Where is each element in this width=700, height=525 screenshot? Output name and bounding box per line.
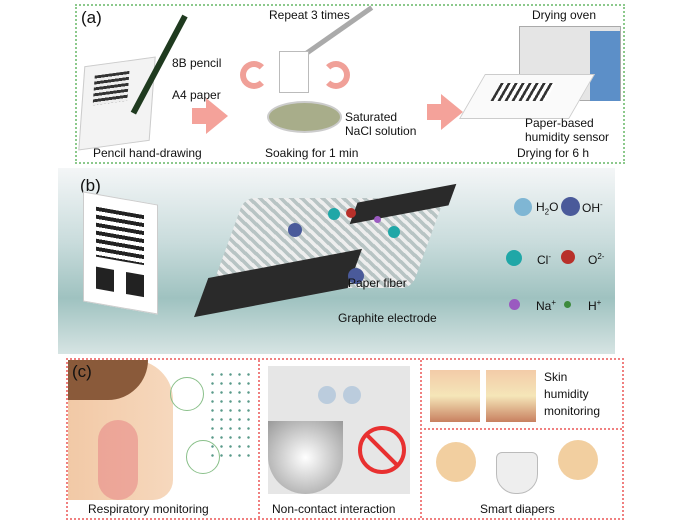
water-molecule-bubble <box>170 377 204 411</box>
electrode-label: Graphite electrode <box>338 311 437 325</box>
step2-caption: Soaking for 1 min <box>265 146 359 160</box>
arrow-step2 <box>427 104 441 120</box>
sensor-pattern <box>490 83 556 101</box>
sensor-label-1: Paper-based <box>525 116 594 130</box>
respiratory-caption: Respiratory monitoring <box>88 502 209 516</box>
pad-right <box>126 271 144 298</box>
step1-caption: Pencil hand-drawing <box>93 146 202 160</box>
legend-h: H+ <box>588 298 602 313</box>
oh-ion <box>348 268 364 284</box>
h-legend-icon <box>564 301 571 308</box>
skin-label-1: Skin <box>544 370 568 384</box>
arrow-head-step1 <box>206 98 228 134</box>
oh-legend-icon <box>561 197 580 216</box>
cl-ion <box>328 208 340 220</box>
o2-legend-icon <box>561 250 575 264</box>
sensor-sheet <box>459 74 595 119</box>
pencil-label: 8B pencil <box>172 56 222 70</box>
solution-label-2: NaCl solution <box>345 124 417 138</box>
panel-c-label: (c) <box>72 362 92 381</box>
elevator-button[interactable] <box>343 386 361 404</box>
na-legend-icon <box>509 299 520 310</box>
skin-block-icon <box>486 370 536 422</box>
face-illustration <box>68 360 173 500</box>
happy-baby-icon <box>558 440 598 480</box>
bacteria-cluster <box>268 421 343 494</box>
divider <box>258 360 260 518</box>
sensor-label-2: humidity sensor <box>525 130 610 144</box>
na-ion <box>374 216 381 223</box>
drawn-electrode <box>92 70 130 106</box>
petri-dish <box>267 101 342 133</box>
cl-legend-icon <box>506 250 522 266</box>
panel-a-label: (a) <box>81 8 102 27</box>
interdigital-electrode <box>96 206 144 266</box>
repeat-label: Repeat 3 times <box>269 8 350 22</box>
oven-door <box>590 31 620 101</box>
elevator-button[interactable] <box>318 386 336 404</box>
elevator-panel <box>268 366 410 494</box>
sensor-strip <box>279 51 309 93</box>
solution-label-1: Saturated <box>345 110 398 124</box>
divider <box>420 428 622 430</box>
flexible-sensor <box>83 191 158 315</box>
legend-h2o: H2O <box>536 200 559 217</box>
diapers-caption: Smart diapers <box>480 502 555 516</box>
skin-label-3: monitoring <box>544 404 601 418</box>
skin-block-icon <box>430 370 480 422</box>
legend-oh: OH- <box>582 200 603 215</box>
legend-o2: O2- <box>588 252 605 267</box>
no-touch-slash <box>363 431 401 469</box>
arrow-step1 <box>192 108 206 124</box>
breath-droplets <box>208 370 253 460</box>
a4-paper-illustration <box>78 56 156 151</box>
arrow-head-step2 <box>441 94 463 130</box>
legend-na: Na+ <box>536 298 557 313</box>
skin-label-2: humidity <box>544 387 589 401</box>
panel-a-fabrication: (a) 8B pencil A4 paper Pencil hand-drawi… <box>75 4 625 164</box>
crying-baby-icon <box>436 442 476 482</box>
noncontact-caption: Non-contact interaction <box>272 502 396 516</box>
diaper-icon <box>496 452 538 494</box>
oh-ion <box>288 223 302 237</box>
airway <box>98 420 138 500</box>
panel-b-mechanism: (b) Paper fiber Graphite electrode H2O O… <box>58 168 615 354</box>
oven-label: Drying oven <box>532 8 597 22</box>
divider <box>420 360 422 518</box>
panel-b-label: (b) <box>80 176 101 195</box>
no-touch-icon <box>358 426 406 474</box>
rotate-arrow-right-icon <box>322 61 350 89</box>
h2o-molecule-icon <box>514 198 532 216</box>
step3-caption: Drying for 6 h <box>517 146 590 160</box>
pad-left <box>96 266 114 292</box>
fiber-label: Paper fiber <box>348 276 407 290</box>
cl-ion <box>388 226 400 238</box>
rotate-arrow-left-icon <box>240 61 268 89</box>
panel-c-applications: (c) Respiratory monitoring Non-contact i… <box>66 358 624 520</box>
o2-ion <box>346 208 356 218</box>
legend-cl: Cl- <box>537 252 552 267</box>
